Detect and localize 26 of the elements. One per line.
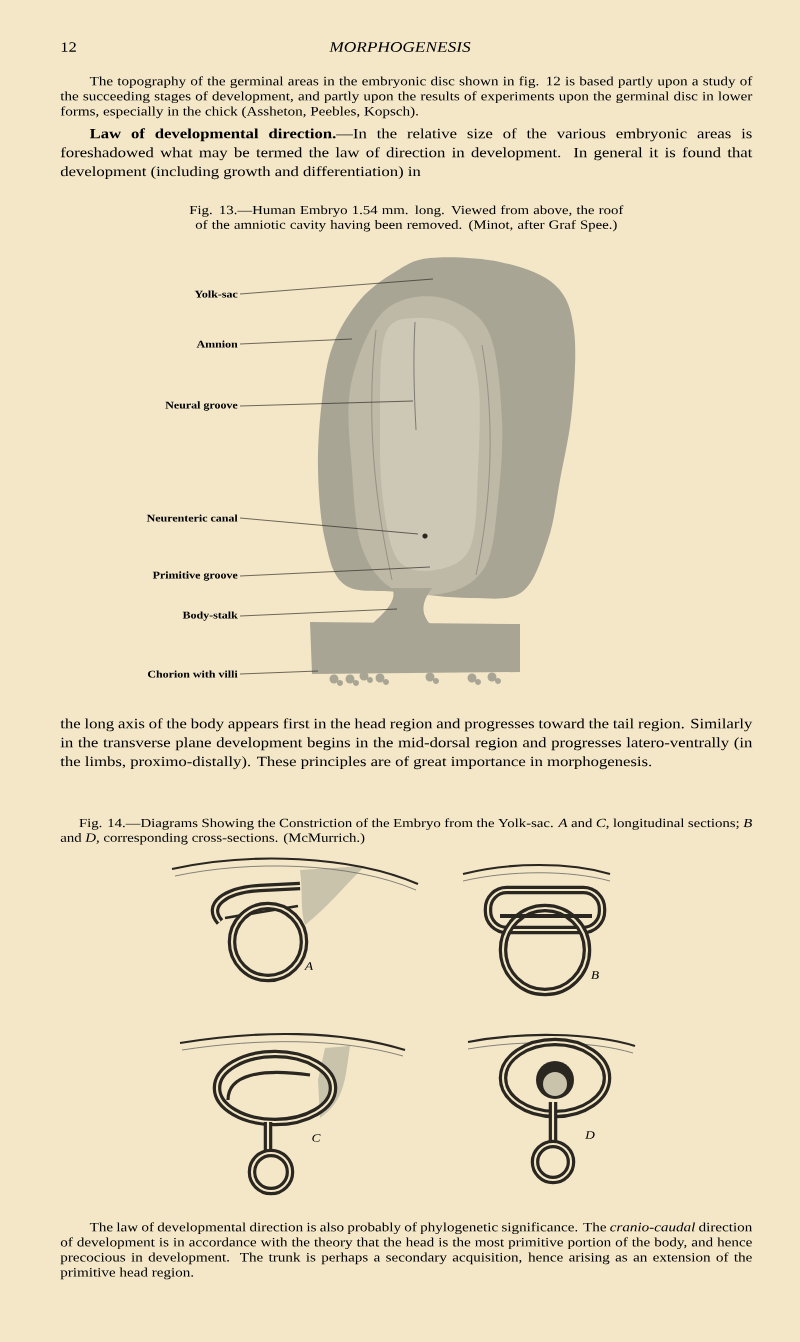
paragraph: The law of developmental direction is also probably of phylogenetic significance. The cranio-caudal direction of development is in accordance with the theory that the head is the most primitive portion of the body, and hence precocious in development. The trunk is perhaps a secondary acquisition, hence arising as an extension of the primitive head region. (60, 1222, 753, 1280)
panel-letter: C (312, 1134, 321, 1142)
leader-line (239, 278, 434, 295)
leader-line (239, 566, 431, 577)
page-number: 12 (61, 42, 76, 52)
part-label: Amnion (196, 340, 238, 348)
leader-line (239, 517, 419, 535)
part-label: Chorion with villi (147, 670, 238, 678)
panel-letter: A (304, 962, 314, 970)
paragraph: the long axis of the body appears first in the head region and progresses toward the tail region. Similarly in the transverse plane development begins in the mid-dorsal region and progresses latero-ventrally (in the limbs, proximo-distally). These principles are of great importance in morphogenesis. (60, 718, 753, 770)
leader-line (239, 670, 319, 675)
part-label: Yolk-sac (194, 290, 238, 298)
running-head: MORPHOGENESIS (329, 42, 471, 52)
part-label: Neural groove (165, 401, 238, 411)
part-label: Neurenteric canal (146, 514, 238, 522)
paragraph: Law of developmental direction.—In the relative size of the various embryonic areas is foreshadowed what may be termed the law of direction in development. In general it is found that development (including growth and differentiation) in (60, 128, 753, 180)
leader-line (239, 338, 353, 345)
panel-letter: B (591, 971, 599, 979)
leader-line (239, 608, 398, 617)
figure-caption: Fig. 14.—Diagrams Showing the Constriction of the Embryo from the Yolk-sac. A and C, longitudinal sections; B and D, corresponding cross-sections. (McMurrich.) (60, 818, 752, 845)
part-label: Body-stalk (182, 611, 238, 621)
panel-letter: D (585, 1131, 595, 1139)
part-label: Primitive groove (152, 571, 238, 581)
figure-caption: Fig. 13.—Human Embryo 1.54 mm. long. Viewed from above, the roof of the amniotic cavity having been removed. (Minot, after Graf Spee.) (189, 205, 624, 232)
leader-line (239, 400, 414, 407)
paragraph: The topography of the germinal areas in the embryonic disc shown in fig. 12 is based partly upon a study of the succeeding stages of development, and partly upon the results of experiments upon the germinal disc in lower forms, especially in the chick (Assheton, Peebles, Kopsch). (60, 76, 753, 119)
